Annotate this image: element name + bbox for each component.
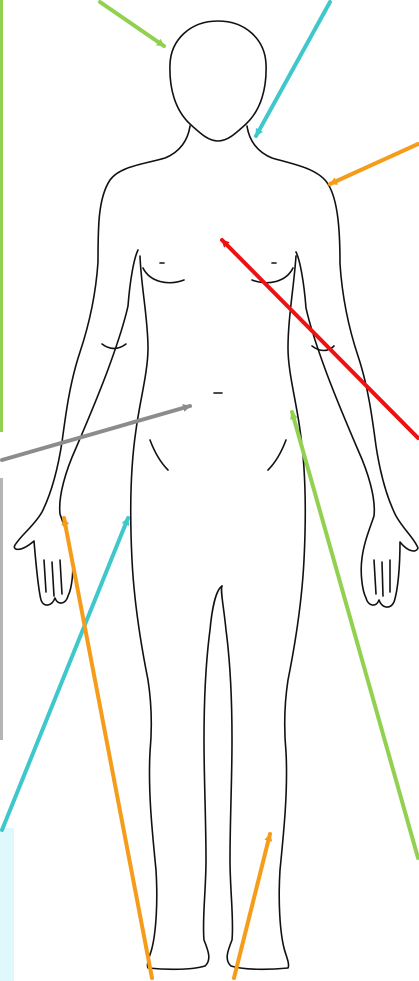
- arrow-gray-abdomen: [2, 406, 190, 460]
- arrow-red-chest: [222, 240, 418, 438]
- hip-curve-right: [268, 440, 286, 470]
- arrow-cyan-thigh: [2, 518, 128, 830]
- arrow-cyan-neck: [256, 2, 330, 136]
- arrow-orange-calf: [234, 834, 270, 978]
- body-outline-left: [14, 126, 190, 605]
- chest-line-left: [143, 268, 184, 283]
- arrow-green-hip: [292, 412, 418, 858]
- head-outline: [170, 21, 266, 141]
- elbow-crease-left: [102, 344, 126, 349]
- torso-left-outline: [131, 256, 222, 969]
- fingers-right: [374, 560, 390, 596]
- hip-curve-left: [150, 440, 168, 470]
- arrow-orange-shoulder: [330, 144, 418, 184]
- arrow-green-head: [100, 2, 164, 46]
- body-outline-right: [247, 126, 418, 607]
- fingers-left: [44, 560, 62, 596]
- arrow-orange-hand: [64, 518, 152, 978]
